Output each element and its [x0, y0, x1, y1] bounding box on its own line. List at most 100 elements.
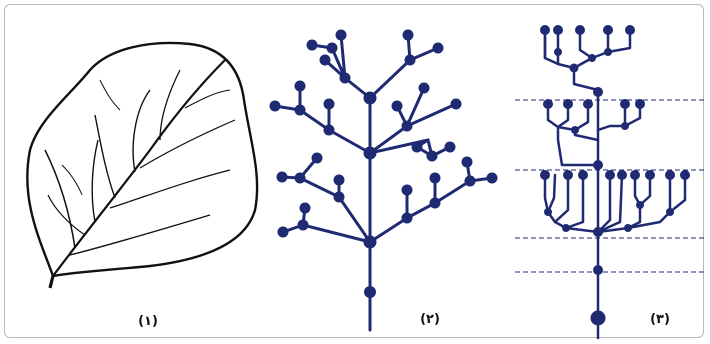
tree-node	[605, 170, 615, 180]
tree-node	[418, 82, 430, 94]
tree-edge	[596, 173, 687, 234]
tree-node	[666, 208, 674, 216]
tree-node	[583, 99, 593, 109]
tree-edge	[368, 124, 409, 155]
tree-node	[319, 54, 331, 66]
tree-node	[593, 265, 603, 275]
tree-node	[311, 152, 323, 164]
tree-edge	[368, 216, 409, 244]
tree-node	[461, 156, 473, 168]
leaf-vein	[139, 119, 236, 169]
tree-node	[553, 25, 563, 35]
tree-node	[540, 25, 550, 35]
caption-panel-1: (۱)	[138, 314, 158, 329]
tree-node	[590, 310, 606, 326]
tree-node	[364, 286, 376, 298]
tree-edge	[546, 102, 600, 142]
tree-node	[277, 226, 289, 238]
tree-node	[333, 191, 345, 203]
tree-edge	[596, 102, 642, 132]
tree-edge	[596, 173, 624, 234]
tree-edge	[339, 33, 347, 80]
tree-node	[426, 150, 438, 162]
tree-node	[563, 99, 573, 109]
tree-node	[335, 29, 347, 41]
tree-node	[429, 172, 441, 184]
leaf-vein	[109, 169, 231, 209]
tree-node	[603, 25, 613, 35]
tree-node	[432, 42, 444, 54]
leaf-petiole	[48, 275, 55, 289]
tree-node	[562, 224, 570, 232]
tree-node	[621, 122, 629, 130]
tree-node	[635, 99, 645, 109]
leaf-vein	[184, 89, 231, 109]
tree-node	[299, 202, 311, 214]
tree-node	[680, 170, 690, 180]
tree-node	[569, 63, 579, 73]
caption-panel-2: (۲)	[420, 312, 440, 327]
leaf-outline	[26, 41, 259, 278]
tree-node	[588, 54, 596, 62]
tree-edge	[405, 102, 458, 128]
tree-node	[464, 175, 476, 187]
leaf-vein	[44, 149, 76, 249]
tree-node	[306, 39, 318, 51]
tree-node	[297, 219, 309, 231]
tree-node	[665, 170, 675, 180]
tree-node	[544, 208, 552, 216]
tree-node	[444, 141, 456, 153]
tree-node	[593, 160, 603, 170]
tree-node	[543, 99, 553, 109]
tree-node	[323, 98, 335, 110]
tree-node	[625, 25, 635, 35]
tree-node	[593, 87, 603, 97]
tree-node	[402, 29, 414, 41]
tree-node	[575, 25, 585, 35]
tree-node	[363, 146, 377, 160]
tree-node	[624, 224, 632, 232]
tree-node	[276, 171, 288, 183]
leaf-vein	[99, 79, 121, 111]
tree-node	[636, 201, 644, 209]
layered-tree-nodes	[540, 25, 690, 326]
tree-node	[604, 48, 612, 56]
leaf-midrib	[52, 59, 226, 277]
tree-node	[294, 172, 306, 184]
tree-node	[429, 197, 441, 209]
leaf-vein	[61, 164, 83, 196]
tree-node	[269, 100, 281, 112]
tree-node	[401, 120, 413, 132]
tree-edge	[298, 108, 331, 132]
leaf-vein	[94, 114, 116, 199]
tree-edge	[327, 128, 372, 155]
tree-node	[363, 91, 377, 105]
figure-frame	[4, 4, 704, 338]
leaf-vein	[69, 214, 211, 256]
tree-node	[363, 235, 377, 249]
leaf-vein	[91, 139, 99, 223]
tree-node	[294, 104, 306, 116]
tree-edge	[298, 176, 341, 199]
tree-edge	[405, 86, 426, 128]
leaf-vein	[132, 89, 151, 173]
tree-node	[630, 170, 640, 180]
branching-tree-nodes	[269, 29, 498, 298]
tree-node	[391, 100, 403, 112]
tree-node	[411, 141, 423, 153]
tree-edge	[596, 173, 612, 234]
leaf-vein	[159, 69, 181, 141]
tree-node	[333, 174, 345, 186]
tree-node	[645, 170, 655, 180]
tree-edge	[368, 58, 412, 100]
tree-edge	[572, 66, 600, 94]
tree-node	[450, 98, 462, 110]
tree-node	[563, 170, 573, 180]
tree-edge	[337, 195, 372, 244]
tree-edge	[301, 223, 372, 244]
tree-node	[339, 72, 351, 84]
tree-node	[326, 42, 338, 54]
layered-tree-edges	[543, 28, 687, 340]
tree-node	[401, 212, 413, 224]
